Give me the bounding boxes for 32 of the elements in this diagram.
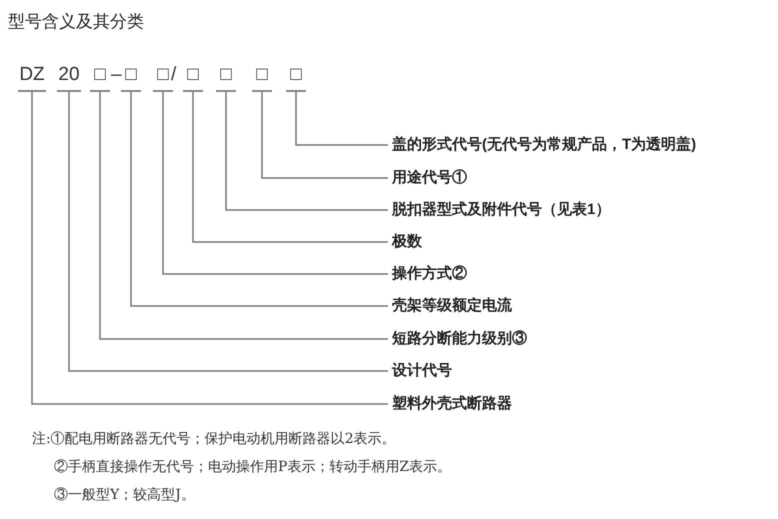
leader-line [31, 92, 388, 405]
segment-description: 设计代号 [392, 361, 452, 381]
segment-description: 用途代号① [392, 168, 467, 188]
leader-line [261, 92, 388, 179]
title: 型号含义及其分类 [8, 11, 144, 33]
leader-line [130, 92, 388, 307]
leader-line [68, 92, 388, 372]
code-segment: □ [183, 64, 203, 92]
leader-line [99, 92, 388, 340]
segment-description: 极数 [392, 232, 422, 252]
leader-line [192, 92, 388, 243]
code-segment: □ [286, 64, 306, 92]
leader-line [225, 92, 388, 211]
segment-description: 短路分断能力级别③ [392, 329, 527, 349]
footnote: 注:①配电用断路器无代号；保护电动机用断路器以2表示。 [32, 430, 396, 448]
code-segment: □ [252, 64, 272, 92]
code-segment: □ [90, 64, 110, 92]
separator-dash: – [111, 64, 122, 86]
code-segment: DZ [18, 64, 46, 92]
code-segment: □ [121, 64, 141, 92]
leader-line [162, 92, 388, 275]
leader-line [295, 92, 388, 146]
separator-slash: / [171, 64, 176, 86]
segment-description: 脱扣器型式及附件代号（见表1） [392, 200, 610, 220]
segment-description: 壳架等级额定电流 [392, 296, 512, 316]
footnote: ②手柄直接操作无代号；电动操作用P表示；转动手柄用Z表示。 [54, 458, 452, 476]
segment-description: 塑料外壳式断路器 [392, 394, 512, 414]
segment-description: 盖的形式代号(无代号为常规产品，T为透明盖) [392, 135, 696, 155]
code-segment: 20 [57, 64, 81, 92]
segment-description: 操作方式② [392, 264, 467, 284]
code-segment: □ [216, 64, 236, 92]
footnote: ③一般型Y；较高型J。 [54, 486, 195, 504]
